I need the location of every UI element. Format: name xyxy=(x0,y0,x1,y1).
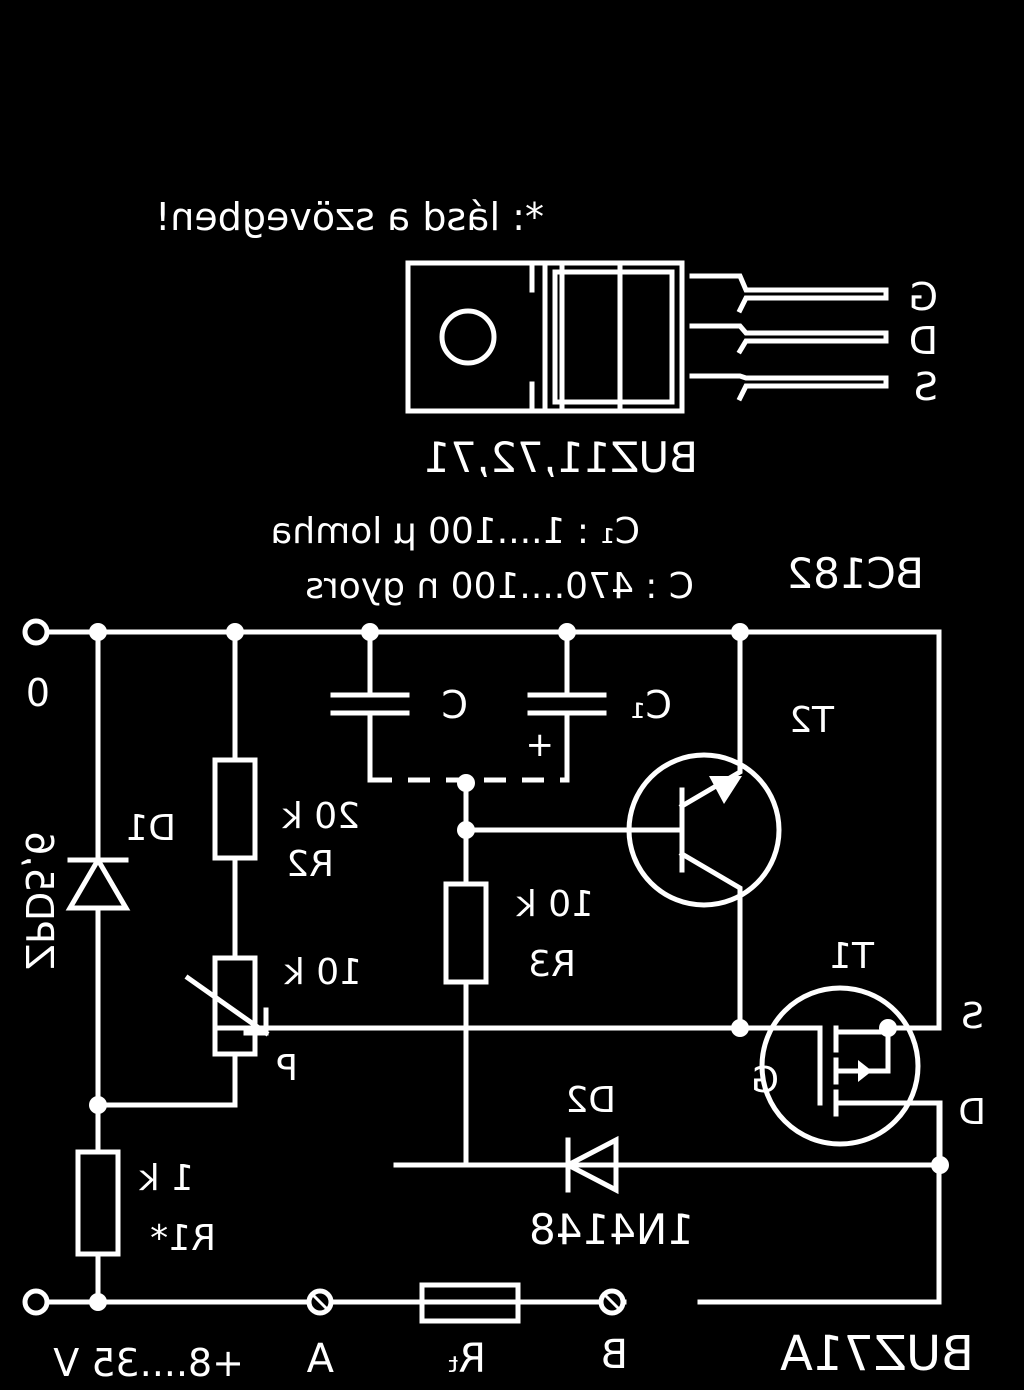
r1-label: R1* xyxy=(150,1218,216,1259)
package-pin-g: G xyxy=(909,275,938,319)
p-tap-wire xyxy=(95,1053,238,1108)
r2-value: 20 k xyxy=(282,796,360,837)
c-note: C : 470....100 n gyors xyxy=(305,566,694,607)
r2-label: R2 xyxy=(286,844,334,885)
t2-collector xyxy=(678,629,743,810)
top-rail xyxy=(33,629,942,1031)
terminal-b-label: B xyxy=(601,1332,628,1378)
r1-value: 1 k xyxy=(139,1158,194,1199)
t2-transistor xyxy=(626,752,782,908)
d2-diode-symbol xyxy=(562,1135,619,1195)
t1-terminals xyxy=(833,1025,939,1106)
t2-label: T2 xyxy=(789,700,835,741)
c-label: C xyxy=(441,683,468,727)
schematic-wiring xyxy=(22,260,949,1324)
terminal-zero-label: 0 xyxy=(26,671,50,715)
t2-emitter xyxy=(678,850,743,1031)
package-name: BUZ11,72,71 xyxy=(423,433,698,482)
d1-diode-symbol xyxy=(65,855,131,911)
t2-emitter-arrow xyxy=(709,776,742,804)
c1-plates xyxy=(527,692,607,716)
terminal-b xyxy=(598,1288,626,1316)
rt-label: Rₜ xyxy=(446,1336,486,1382)
note-text: *: lásd a szövegben! xyxy=(155,195,544,239)
package-outline xyxy=(405,260,889,414)
terminal-supply-label: +8....35 V xyxy=(53,1341,244,1385)
t1-gate-wire xyxy=(739,1025,823,1106)
terminal-a-label: A xyxy=(306,1336,334,1382)
d2-type: 1N4148 xyxy=(529,1205,694,1254)
part-number: BUZ71A xyxy=(780,1326,974,1382)
d1-type-group: ZPD5,6 xyxy=(17,831,61,970)
r3-resistor xyxy=(443,881,489,985)
terminal-a xyxy=(306,1288,334,1316)
t1-gate-label: G xyxy=(751,1060,779,1101)
r1-resistor xyxy=(75,1149,121,1257)
package-pin-s: S xyxy=(914,365,938,409)
r3-label: R3 xyxy=(528,944,576,985)
p-label: P xyxy=(276,1048,298,1089)
package-pin-d: D xyxy=(909,319,938,363)
r2-resistor xyxy=(212,757,258,861)
r3-wire xyxy=(393,780,469,1168)
d1-type: ZPD5,6 xyxy=(17,831,61,970)
t1-source-label: S xyxy=(961,996,984,1037)
t1-drain-label: D xyxy=(958,1092,986,1133)
p-value: 10 k xyxy=(284,952,362,993)
t1-channel-arrow xyxy=(858,1060,872,1082)
schematic-labels: *: lásd a szövegben! BUZ11,72,71 G D S C… xyxy=(26,195,986,1385)
terminal-zero xyxy=(22,618,50,646)
p-potentiometer xyxy=(212,955,258,1057)
t1-mosfet xyxy=(759,985,921,1147)
d1-label: D1 xyxy=(125,808,176,849)
c1-label: C₁ xyxy=(630,683,672,727)
t2-type: BC182 xyxy=(786,549,924,598)
rt-resistor xyxy=(419,1282,521,1324)
c1-note: C₁ : 1....100 µ lomha xyxy=(270,511,640,552)
t1-label: T1 xyxy=(829,936,875,977)
junction-dots xyxy=(89,623,949,1311)
c-plates xyxy=(330,692,410,716)
d2-label: D2 xyxy=(565,1080,616,1121)
terminal-supply xyxy=(22,1288,50,1316)
c1-polarity: + xyxy=(526,725,555,765)
r3-value: 10 k xyxy=(516,884,594,925)
